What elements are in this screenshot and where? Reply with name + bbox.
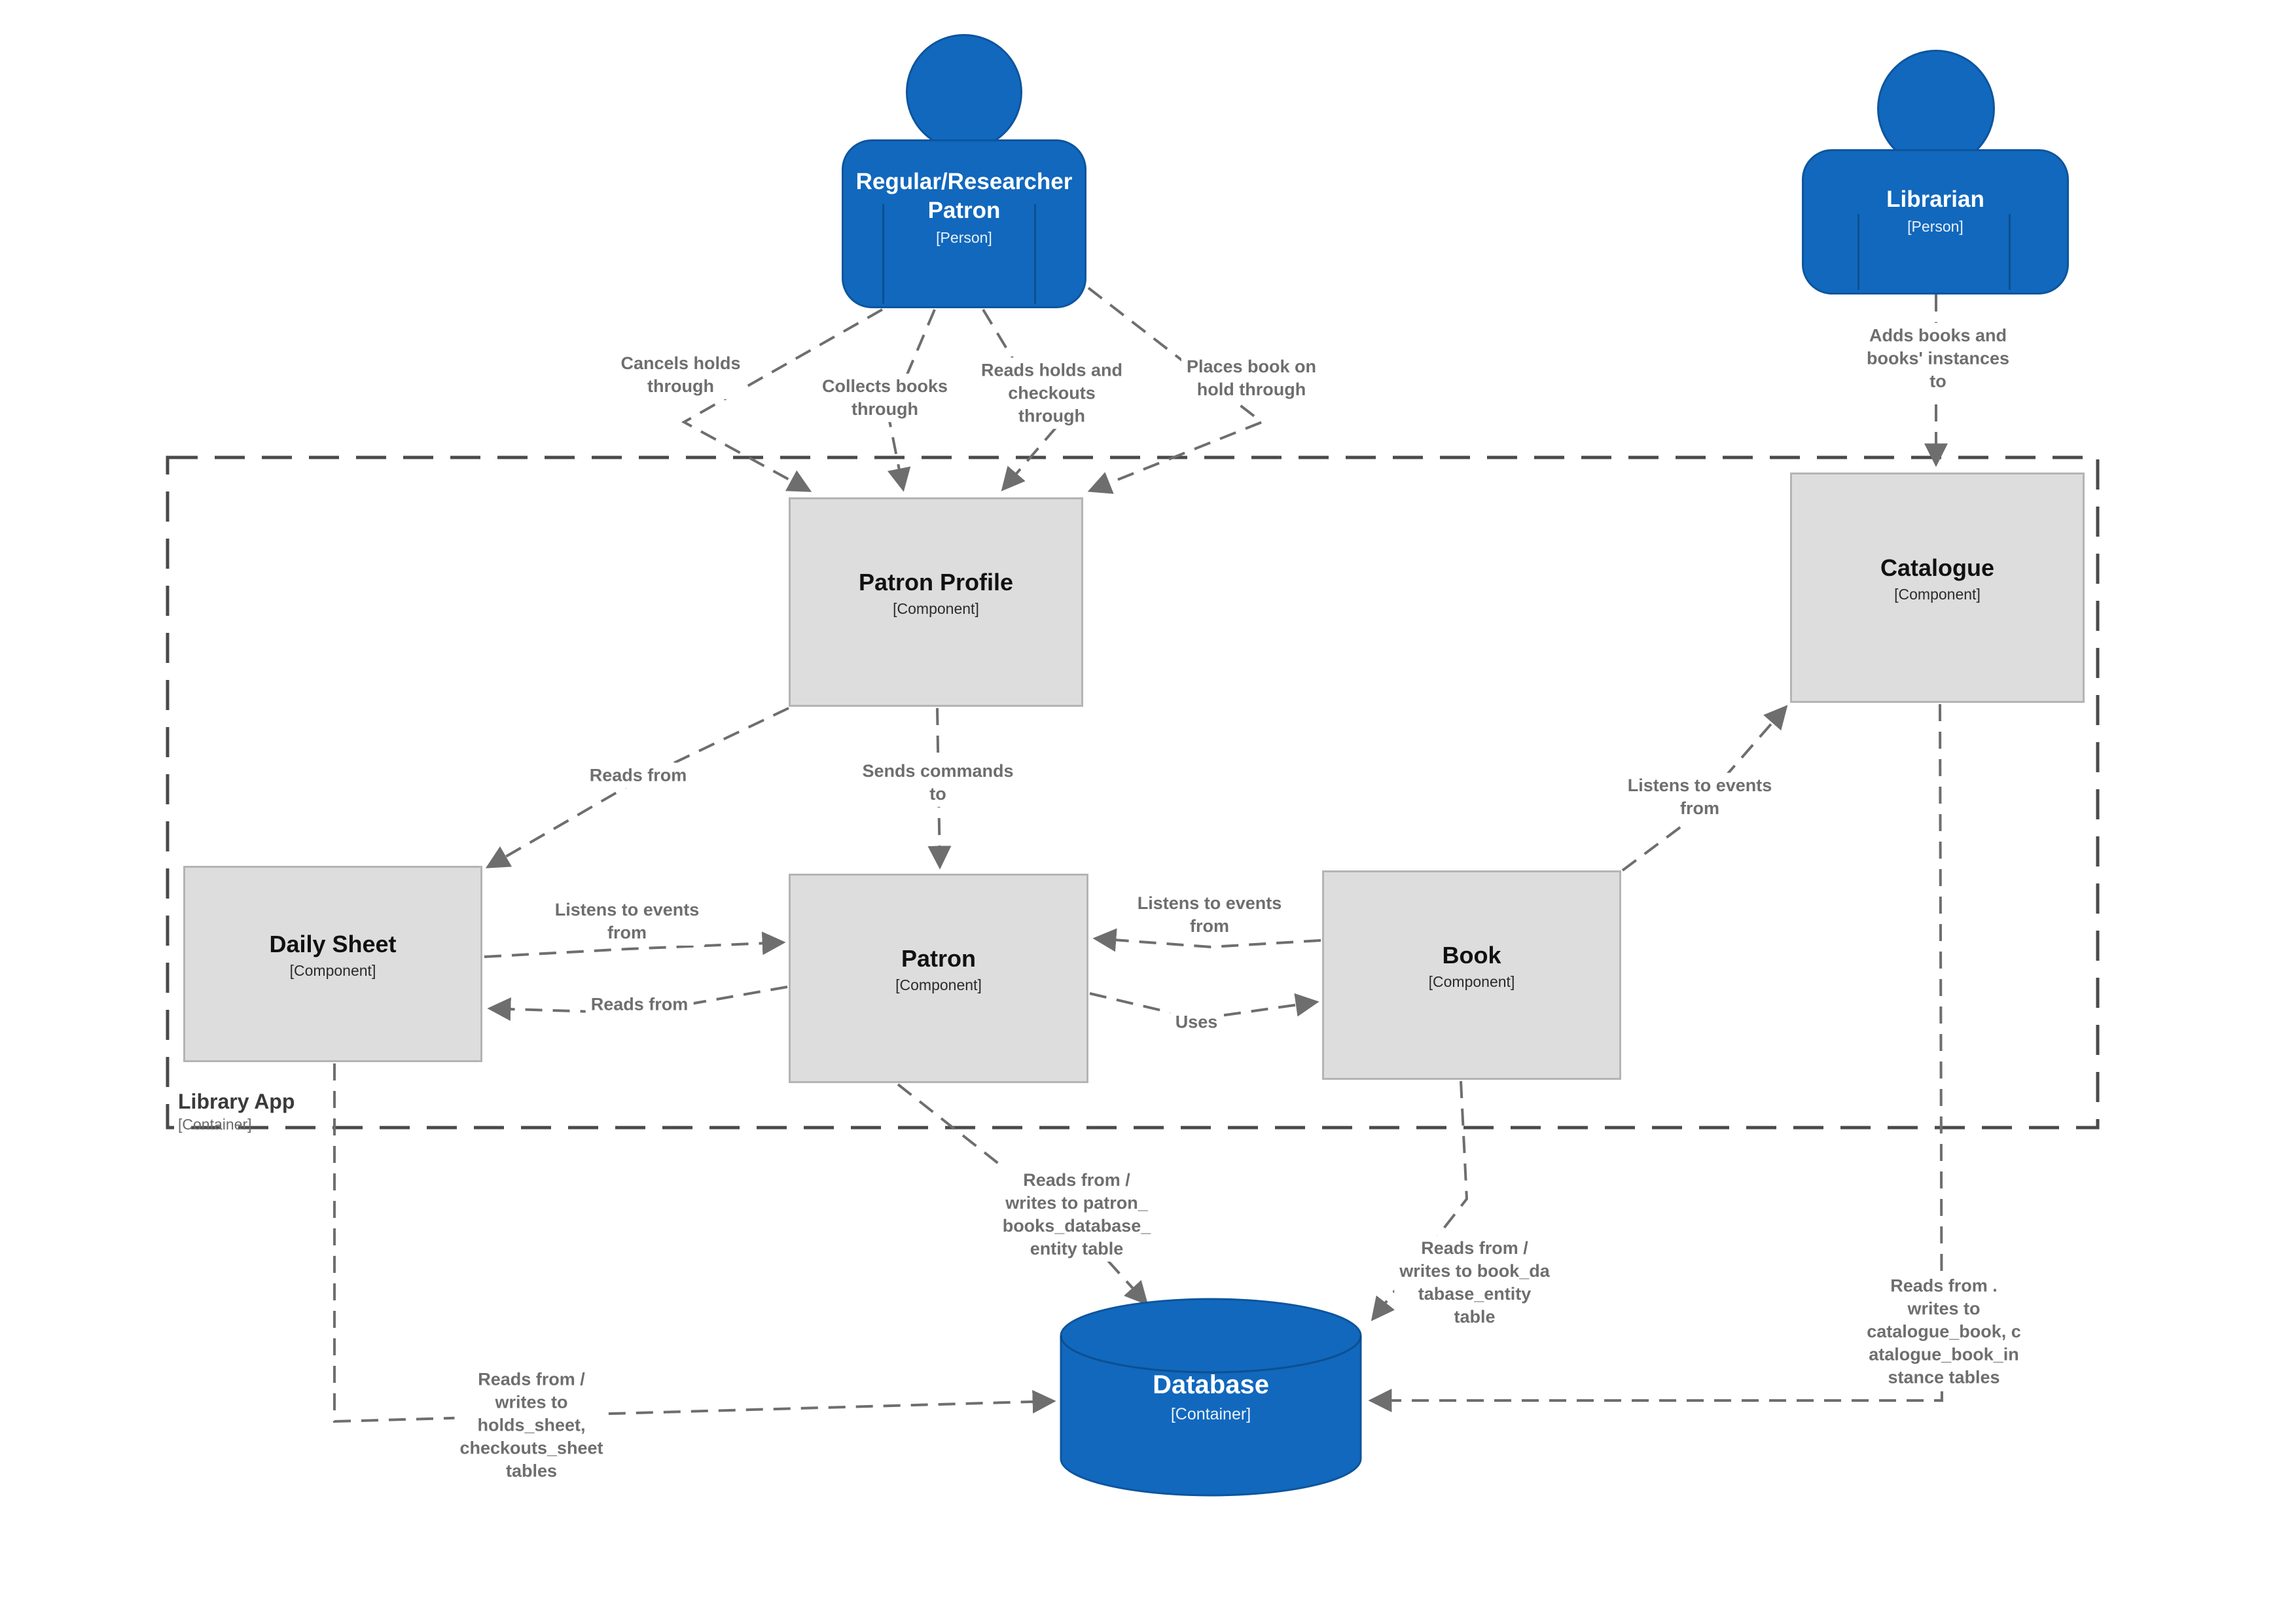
edge-label-book-listens-patron: Listens to events from	[1132, 890, 1287, 940]
edge-label-patron-uses-book: Uses	[1170, 1009, 1223, 1035]
edge-label-catalogue-db: Reads from . writes to catalogue_book, c…	[1861, 1273, 2026, 1391]
edge-label-reads-holds-checkouts: Reads holds and checkouts through	[975, 357, 1128, 429]
person-arm-line	[882, 204, 884, 304]
component-subtitle: [Component]	[893, 600, 979, 618]
person-title: Librarian	[1886, 187, 1984, 212]
person-librarian: Librarian [Person]	[1802, 149, 2069, 294]
database-container: Database [Container]	[1060, 1298, 1362, 1497]
edge-label-patron-reads-from-daily-sheet: Reads from	[585, 991, 694, 1018]
person-title: Regular/Researcher Patron	[855, 169, 1073, 223]
component-title: Daily Sheet	[269, 930, 397, 957]
component-subtitle: [Component]	[895, 976, 982, 994]
database-title: Database	[1153, 1370, 1269, 1399]
library-app-boundary	[166, 455, 2100, 1130]
component-patron-profile: Patron Profile [Component]	[789, 497, 1083, 707]
edge-book-listens-catalogue	[1621, 705, 1788, 872]
component-book: Book [Component]	[1322, 870, 1621, 1080]
edge-label-sends-commands: Sends commands to	[857, 758, 1019, 808]
person-head-librarian	[1877, 50, 1995, 168]
library-app-boundary-label: Library App [Container]	[178, 1090, 295, 1133]
edge-daily-sheet-listens-patron	[484, 931, 786, 958]
edge-book-listens-patron	[1092, 928, 1321, 952]
edge-daily-sheet-db	[333, 1063, 1056, 1423]
edge-book-db	[1371, 1080, 1469, 1321]
component-catalogue: Catalogue [Component]	[1790, 473, 2085, 703]
person-subtitle: [Person]	[1907, 217, 1964, 235]
boundary-title: Library App	[178, 1090, 295, 1113]
edge-places-book-on-hold	[1087, 287, 1265, 494]
person-arm-line	[1034, 204, 1036, 304]
edge-label-cancels-holds: Cancels holds through	[615, 350, 746, 400]
component-daily-sheet: Daily Sheet [Component]	[183, 866, 482, 1062]
edge-label-pp-reads-from-daily-sheet: Reads from	[584, 762, 692, 789]
database-cylinder-shape	[1060, 1298, 1362, 1497]
component-subtitle: [Component]	[289, 962, 376, 980]
edge-label-places-book-on-hold: Places book on hold through	[1181, 353, 1322, 403]
person-arm-line	[2009, 214, 2011, 290]
component-patron: Patron [Component]	[789, 874, 1088, 1083]
edge-label-adds-books: Adds books and books' instances to	[1861, 323, 2015, 395]
component-title: Patron Profile	[858, 568, 1014, 596]
component-title: Book	[1442, 941, 1501, 969]
edge-cancels-holds	[681, 308, 883, 492]
edge-catalogue-db	[1368, 704, 1944, 1412]
component-subtitle: [Component]	[1428, 973, 1515, 991]
database-subtitle: [Container]	[1170, 1405, 1251, 1423]
person-arm-line	[1857, 214, 1859, 290]
edge-label-patron-db: Reads from / writes to patron_ books_dat…	[997, 1167, 1157, 1262]
edge-label-collects-books: Collects books through	[816, 373, 954, 423]
boundary-subtitle: [Container]	[178, 1116, 252, 1133]
edge-label-book-listens-catalogue: Listens to events from	[1622, 772, 1778, 822]
component-subtitle: [Component]	[1894, 586, 1981, 603]
person-subtitle: [Person]	[936, 228, 992, 246]
edge-label-book-db: Reads from / writes to book_da tabase_en…	[1394, 1235, 1555, 1330]
person-regular-researcher-patron: Regular/Researcher Patron [Person]	[842, 139, 1086, 308]
edge-label-daily-sheet-listens-patron: Listens to events from	[549, 897, 705, 946]
edge-label-daily-sheet-db: Reads from / writes to holds_sheet, chec…	[454, 1366, 609, 1484]
person-head-regular-researcher-patron	[906, 34, 1022, 151]
component-title: Catalogue	[1880, 554, 1995, 581]
component-title: Patron	[901, 944, 976, 972]
